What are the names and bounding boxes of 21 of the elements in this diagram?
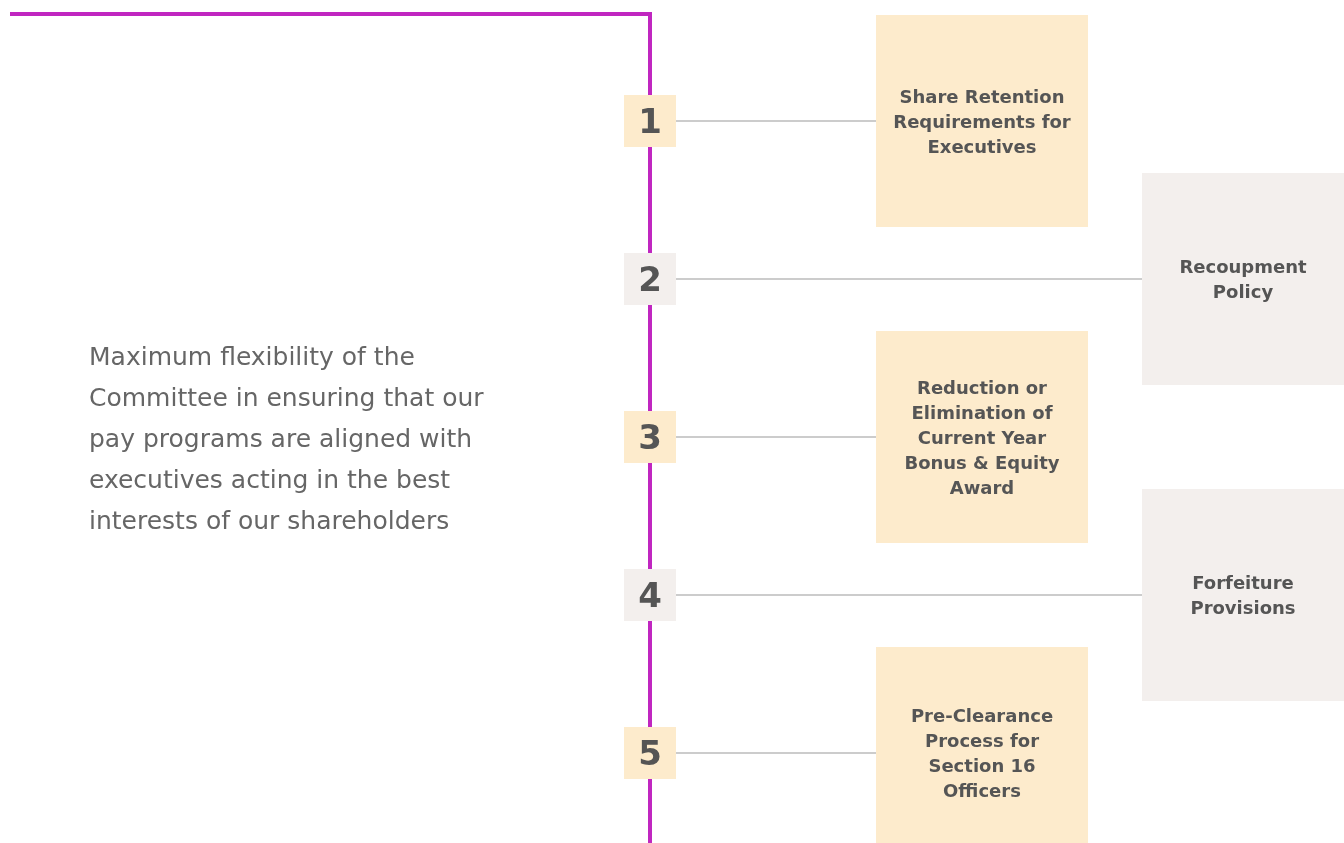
connector-line [675,594,1143,596]
number-badge: 2 [624,253,676,305]
number-badge: 3 [624,411,676,463]
policy-box [876,331,1088,543]
number-badge: 4 [624,569,676,621]
policy-title: Recoupment Policy [1178,255,1308,304]
policy-box [1142,489,1344,701]
policy-title: Forfeiture Provisions [1189,571,1297,620]
policy-box [1142,173,1344,385]
policy-box [876,15,1088,227]
description-text: Maximum flexibility of the Committee in ensuring that our pay programs are aligned with executives acting in the best interests of our shareholders [89,341,485,537]
number-badge: 1 [624,95,676,147]
number-badge: 5 [624,727,676,779]
connector-line [675,120,877,122]
policy-title: Reduction or Elimination of Current Year Bonus & Equity Award [903,375,1061,500]
policy-box [876,647,1088,843]
connector-line [675,278,1143,280]
policy-title: Pre-Clearance Process for Section 16 Officers [909,704,1055,803]
connector-line [675,752,877,754]
connector-line [675,436,877,438]
policy-title: Share Retention Requirements for Executives [892,84,1072,159]
